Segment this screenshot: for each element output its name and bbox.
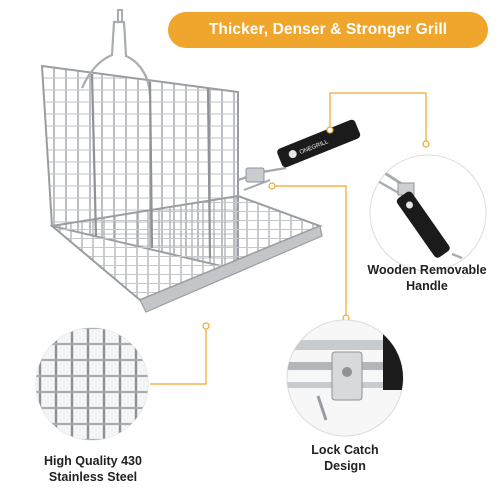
handle-label: Wooden Removable Handle bbox=[367, 263, 487, 293]
headline-banner: Thicker, Denser & Stronger Grill bbox=[168, 12, 488, 48]
lock-closeup-circle bbox=[286, 319, 404, 437]
handle-callout-line bbox=[329, 92, 427, 144]
steel-callout-line bbox=[150, 326, 207, 385]
handle: ONEGRILL bbox=[277, 119, 361, 168]
handle-closeup-circle bbox=[369, 154, 487, 272]
callout-lines bbox=[150, 92, 430, 385]
grill-basket bbox=[40, 9, 323, 313]
lock-label: Lock Catch Design bbox=[311, 443, 379, 473]
headline-text: Thicker, Denser & Stronger Grill bbox=[208, 21, 448, 38]
steel-closeup-circle bbox=[35, 327, 149, 441]
lock-callout-line bbox=[272, 185, 347, 318]
steel-label: High Quality 430 Stainless Steel bbox=[44, 454, 142, 484]
